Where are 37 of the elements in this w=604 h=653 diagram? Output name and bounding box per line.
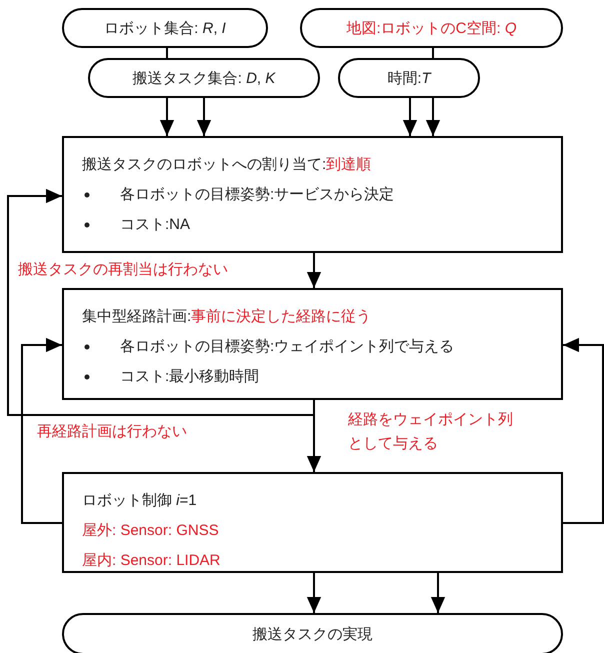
process-box xyxy=(62,472,563,573)
bullet-item: 各ロボットの目標姿勢:サービスから決定 xyxy=(120,185,394,205)
box-label: 搬送タスクの実現 xyxy=(252,624,372,644)
connector-line xyxy=(432,48,434,58)
box-label: 地図:ロボットのC空間: Q xyxy=(346,18,516,38)
rounded-box xyxy=(338,58,480,98)
spec-line: 屋内: Sensor: LIDAR xyxy=(82,552,220,569)
arrow xyxy=(426,98,440,136)
heading-highlight: 到達順 xyxy=(326,156,372,173)
arrow xyxy=(306,400,322,472)
arrow xyxy=(402,98,418,136)
rounded-box xyxy=(62,613,563,653)
heading-highlight: 事前に決定した経路に従う xyxy=(191,308,372,325)
arrow xyxy=(196,98,212,136)
box-label: 時間:T xyxy=(387,68,431,88)
arrow xyxy=(563,338,604,524)
rounded-box xyxy=(88,58,320,98)
rounded-box xyxy=(62,8,268,48)
arrow xyxy=(7,188,315,416)
box-label: ロボット集合: R, I xyxy=(104,18,226,38)
bullet-item: コスト:NA xyxy=(120,215,190,235)
box-heading: ロボット制御 i=1 xyxy=(82,492,197,509)
box-label: 搬送タスク集合: D, K xyxy=(132,68,276,88)
arrow xyxy=(306,573,322,613)
bullet-item: 各ロボットの目標姿勢:ウェイポイント列で与える xyxy=(120,337,454,357)
box-heading: 集中型経路計画: xyxy=(82,308,192,325)
arrow xyxy=(306,253,322,288)
process-box xyxy=(62,136,563,253)
connector-line xyxy=(166,48,168,58)
process-box xyxy=(62,288,563,400)
bullet-item: コスト:最小移動時間 xyxy=(120,367,260,387)
arrow xyxy=(160,98,174,136)
rounded-box xyxy=(300,8,563,48)
spec-line: 屋外: Sensor: GNSS xyxy=(82,522,219,539)
arrow xyxy=(21,338,62,524)
arrow xyxy=(430,573,446,613)
box-heading: 搬送タスクのロボットへの割り当て: xyxy=(82,156,326,173)
